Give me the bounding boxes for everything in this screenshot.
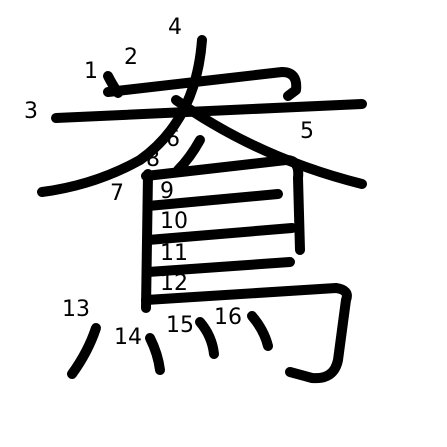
stroke-number-10: 10 (160, 209, 188, 234)
stroke-12 (141, 283, 352, 384)
stroke-10 (143, 223, 297, 245)
stroke-number-16: 16 (214, 305, 242, 330)
stroke-number-6: 6 (166, 127, 180, 152)
stroke-11 (143, 257, 295, 277)
stroke-16 (247, 311, 273, 351)
stroke-number-2: 2 (124, 45, 138, 70)
stroke-number-9: 9 (160, 179, 174, 204)
stroke-5 (171, 95, 367, 189)
stroke-4 (37, 35, 207, 197)
stroke-number-1: 1 (84, 59, 98, 84)
stroke-number-4: 4 (168, 15, 182, 40)
stroke-14 (145, 333, 165, 375)
stroke-number-13: 13 (62, 297, 90, 322)
stroke-number-12: 12 (160, 271, 188, 296)
stroke-number-3: 3 (24, 99, 38, 124)
stroke-number-7: 7 (110, 181, 124, 206)
stroke-2 (103, 67, 302, 101)
stroke-number-5: 5 (300, 119, 314, 144)
stroke-number-11: 11 (160, 241, 188, 266)
stroke-3 (51, 99, 367, 123)
stroke-8 (141, 155, 305, 255)
stroke-number-8: 8 (146, 147, 160, 172)
stroke-15 (195, 317, 219, 359)
stroke-9 (143, 189, 283, 211)
stroke-number-15: 15 (166, 313, 194, 338)
stroke-number-14: 14 (114, 325, 142, 350)
stroke-13 (67, 323, 101, 379)
